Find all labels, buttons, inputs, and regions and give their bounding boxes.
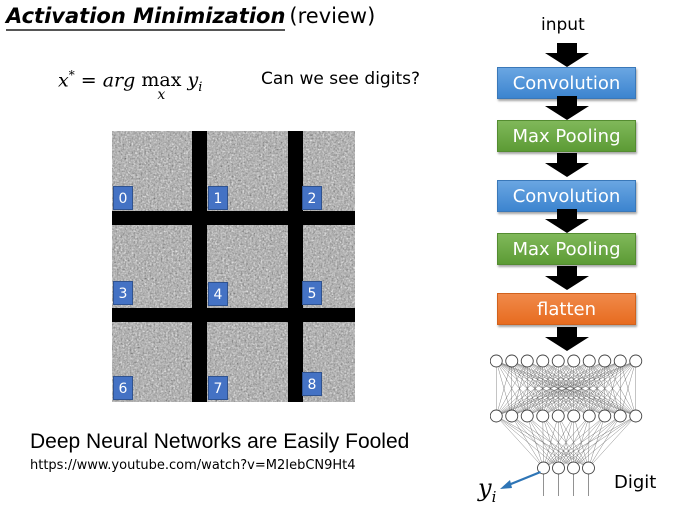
network-node-layer-1 [537,410,549,422]
digit-badge-7: 7 [208,376,228,400]
video-link[interactable]: https://www.youtube.com/watch?v=M2IebCN9… [30,458,356,473]
formula-y-text: y [181,69,198,91]
network-node-layer-0 [552,355,564,367]
network-node-layer-0 [521,355,533,367]
noise-grid-svg [112,131,355,402]
yi-pointer-line [506,472,541,486]
formula-equals: = [75,69,103,91]
digit-badge-2: 2 [302,186,322,210]
stage-max-pooling-1: Max Pooling [497,120,636,152]
network-edge [512,416,544,468]
network-node-layer-1 [521,410,533,422]
network-node-layer-0 [506,355,518,367]
network-node-layer-2 [583,462,595,474]
digit-badge-6: 6 [113,376,133,400]
network-edge [574,416,636,468]
down-arrow-icon [545,153,589,177]
stage-flatten: flatten [497,293,636,325]
slide-title: Activation Minimization(review) [6,4,375,28]
network-node-layer-2 [553,462,565,474]
formula-x: x [58,69,69,91]
question-text: Can we see digits? [261,69,420,89]
digit-badge-3: 3 [113,281,133,305]
network-node-layer-1 [552,410,564,422]
network-node-layer-0 [490,355,502,367]
formula-arg: arg [103,69,142,91]
down-arrow-icon [545,43,589,67]
network-node-layer-1 [506,410,518,422]
down-arrow-icon [545,96,589,120]
output-var: y [478,474,492,502]
noise-texture [112,131,355,402]
input-label: input [541,15,585,35]
network-node-layer-0 [568,355,580,367]
grid-bar-vertical-1 [192,131,207,402]
digit-badge-1: 1 [208,186,228,210]
formula-y: yi [181,69,202,91]
network-node-layer-1 [599,410,611,422]
down-arrow-icon [545,209,589,233]
network-node-layer-1 [630,410,642,422]
digit-badge-5: 5 [302,281,322,305]
network-node-layer-0 [537,355,549,367]
digit-badge-8: 8 [302,372,322,396]
network-edge [559,416,636,468]
network-node-layer-0 [599,355,611,367]
network-node-layer-0 [583,355,595,367]
title-emphasis: Activation Minimization [6,4,285,31]
formula-y-sub: i [198,80,202,95]
yi-pointer-arrowhead-icon [500,480,512,489]
network-node-layer-2 [568,462,580,474]
output-digit-label: Digit [614,472,656,493]
video-caption: Deep Neural Networks are Easily Fooled [30,430,409,454]
network-edge [527,416,543,468]
output-yi-label: yi [478,474,496,506]
network-node-layer-0 [614,355,626,367]
network-node-layer-1 [568,410,580,422]
stage-convolution-2: Convolution [497,180,636,212]
network-node-layer-1 [583,410,595,422]
digit-badge-4: 4 [208,282,228,306]
network-node-layer-1 [614,410,626,422]
output-var-sub: i [492,488,497,506]
grid-bar-horizontal-1 [112,211,355,225]
formula-max-sub: x [157,87,165,103]
stage-convolution-1: Convolution [497,67,636,99]
network-edge [544,416,636,468]
network-node-layer-0 [630,355,642,367]
down-arrow-icon [545,266,589,290]
network-node-layer-1 [490,410,502,422]
digit-badge-0: 0 [113,186,133,210]
noise-digit-grid-image [112,131,355,402]
stage-max-pooling-2: Max Pooling [497,233,636,265]
grid-bar-horizontal-2 [112,308,355,322]
title-rest: (review) [289,4,375,28]
grid-bar-vertical-2 [288,131,303,402]
